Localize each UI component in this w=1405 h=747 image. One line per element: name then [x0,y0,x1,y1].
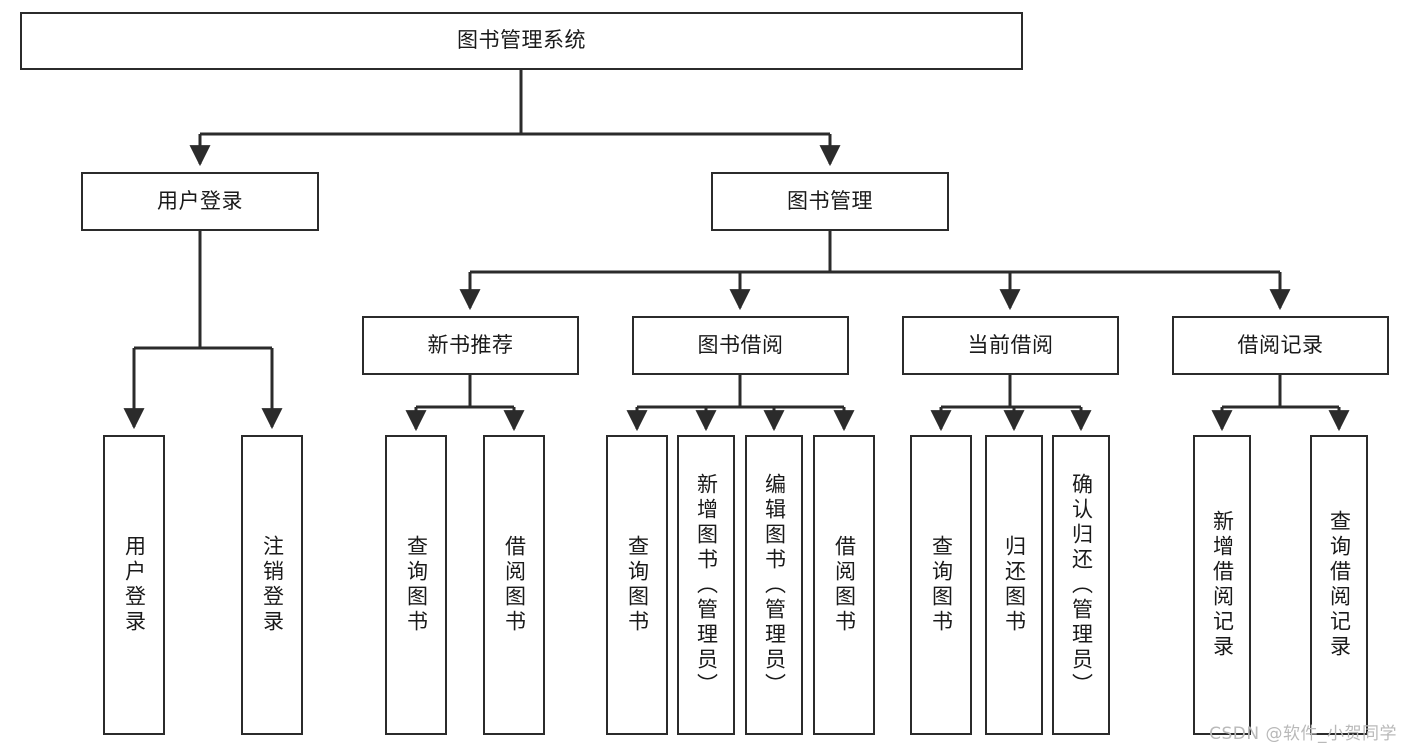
node-leaf-add-record-label: 新增借阅记录 [1210,510,1235,660]
node-borrow-record-label: 借阅记录 [1237,332,1324,357]
node-book-management-label: 图书管理 [787,188,873,213]
node-leaf-user-login[interactable]: 用户登录 [103,435,165,735]
node-leaf-edit-book[interactable]: 编辑图书（管理员） [745,435,803,735]
node-leaf-query-book-2-label: 查询图书 [625,535,650,635]
node-current-borrow-label: 当前借阅 [967,332,1054,357]
node-leaf-confirm-return-label: 确认归还（管理员） [1069,472,1094,698]
node-leaf-return-book[interactable]: 归还图书 [985,435,1043,735]
node-leaf-logout-label: 注销登录 [260,535,285,635]
node-leaf-add-record[interactable]: 新增借阅记录 [1193,435,1251,735]
node-leaf-return-book-label: 归还图书 [1002,535,1027,635]
node-leaf-borrow-book-1[interactable]: 借阅图书 [483,435,545,735]
node-new-book-recommend[interactable]: 新书推荐 [362,316,579,375]
node-leaf-borrow-book-2-label: 借阅图书 [832,535,857,635]
node-root[interactable]: 图书管理系统 [20,12,1023,70]
node-leaf-borrow-book-1-label: 借阅图书 [502,535,527,635]
node-book-borrow[interactable]: 图书借阅 [632,316,849,375]
node-user-login-label: 用户登录 [157,188,243,213]
node-leaf-query-book-3-label: 查询图书 [929,535,954,635]
node-book-management[interactable]: 图书管理 [711,172,949,231]
node-leaf-add-book-label: 新增图书（管理员） [694,472,719,698]
node-leaf-confirm-return[interactable]: 确认归还（管理员） [1052,435,1110,735]
node-leaf-query-book-2[interactable]: 查询图书 [606,435,668,735]
node-leaf-edit-book-label: 编辑图书（管理员） [762,472,787,698]
watermark-text: CSDN @软件_小贺同学 [1209,724,1397,744]
node-root-label: 图书管理系统 [457,28,586,53]
node-leaf-query-book-1[interactable]: 查询图书 [385,435,447,735]
node-current-borrow[interactable]: 当前借阅 [902,316,1119,375]
node-borrow-record[interactable]: 借阅记录 [1172,316,1389,375]
node-leaf-add-book[interactable]: 新增图书（管理员） [677,435,735,735]
node-user-login[interactable]: 用户登录 [81,172,319,231]
node-leaf-query-book-3[interactable]: 查询图书 [910,435,972,735]
node-leaf-query-record[interactable]: 查询借阅记录 [1310,435,1368,735]
node-leaf-user-login-label: 用户登录 [122,535,147,635]
node-leaf-query-book-1-label: 查询图书 [404,535,429,635]
node-book-borrow-label: 图书借阅 [697,332,784,357]
node-new-book-recommend-label: 新书推荐 [427,332,514,357]
node-leaf-logout[interactable]: 注销登录 [241,435,303,735]
node-leaf-borrow-book-2[interactable]: 借阅图书 [813,435,875,735]
node-leaf-query-record-label: 查询借阅记录 [1327,510,1352,660]
